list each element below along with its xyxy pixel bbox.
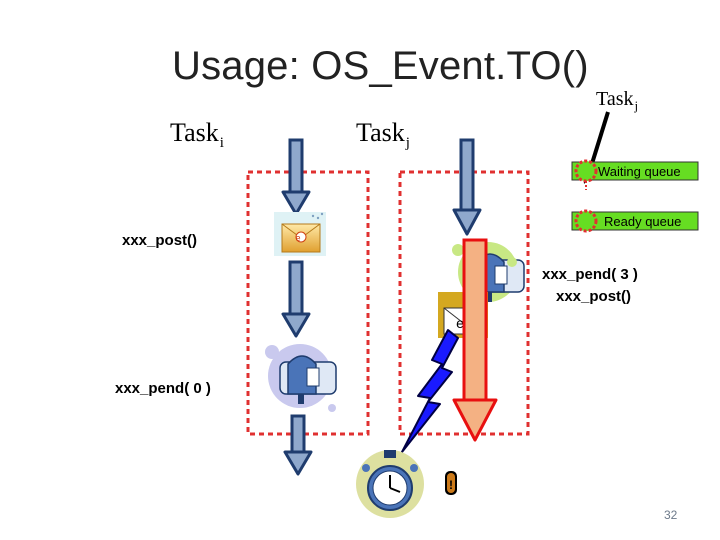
envelope-icon: [274, 212, 326, 256]
task-j-arrow: [452, 138, 482, 236]
task-i-arrow-middle: [281, 260, 311, 338]
interrupt-lightning-icon: [401, 329, 459, 453]
envelope-symbol-right: e: [456, 315, 464, 331]
pend-call-right: xxx_pend( 3 ): [542, 266, 638, 283]
task-i-name: Task: [170, 118, 219, 147]
timeout-marker-icon: [445, 471, 457, 495]
task-i-arrow-bottom: [283, 414, 313, 476]
slide-title: Usage: OS_Event.TO(): [172, 44, 589, 88]
page-number: 32: [664, 508, 678, 522]
waiting-queue-label: Waiting queue: [598, 164, 681, 179]
task-i-subscript: i: [219, 135, 224, 151]
post-call-right: xxx_post(): [556, 288, 632, 305]
mailbox-icon-left: [265, 344, 337, 412]
task-j-timeout-arrow: [452, 238, 498, 442]
task-j-queue-subscript: j: [634, 98, 639, 113]
task-j-name: Task: [356, 118, 405, 147]
task-j-queue-label: Taskj: [596, 88, 638, 114]
pend-call-left: xxx_pend( 0 ): [115, 380, 211, 397]
task-i-region: [246, 170, 370, 436]
task-j-label: Taskj: [356, 118, 410, 152]
waiting-queue: [571, 159, 699, 190]
post-call-left: xxx_post(): [122, 232, 198, 249]
task-j-queue-name: Task: [596, 88, 634, 110]
stopwatch-icon: [356, 450, 424, 518]
envelope-symbol: e: [295, 233, 300, 243]
ready-queue-label: Ready queue: [604, 214, 682, 229]
task-j-subscript: j: [405, 135, 410, 151]
task-i-label: Taski: [170, 118, 224, 152]
task-i-arrow-top: [281, 138, 311, 216]
timeout-marker-symbol: !: [449, 478, 453, 492]
ready-queue: [571, 209, 699, 233]
